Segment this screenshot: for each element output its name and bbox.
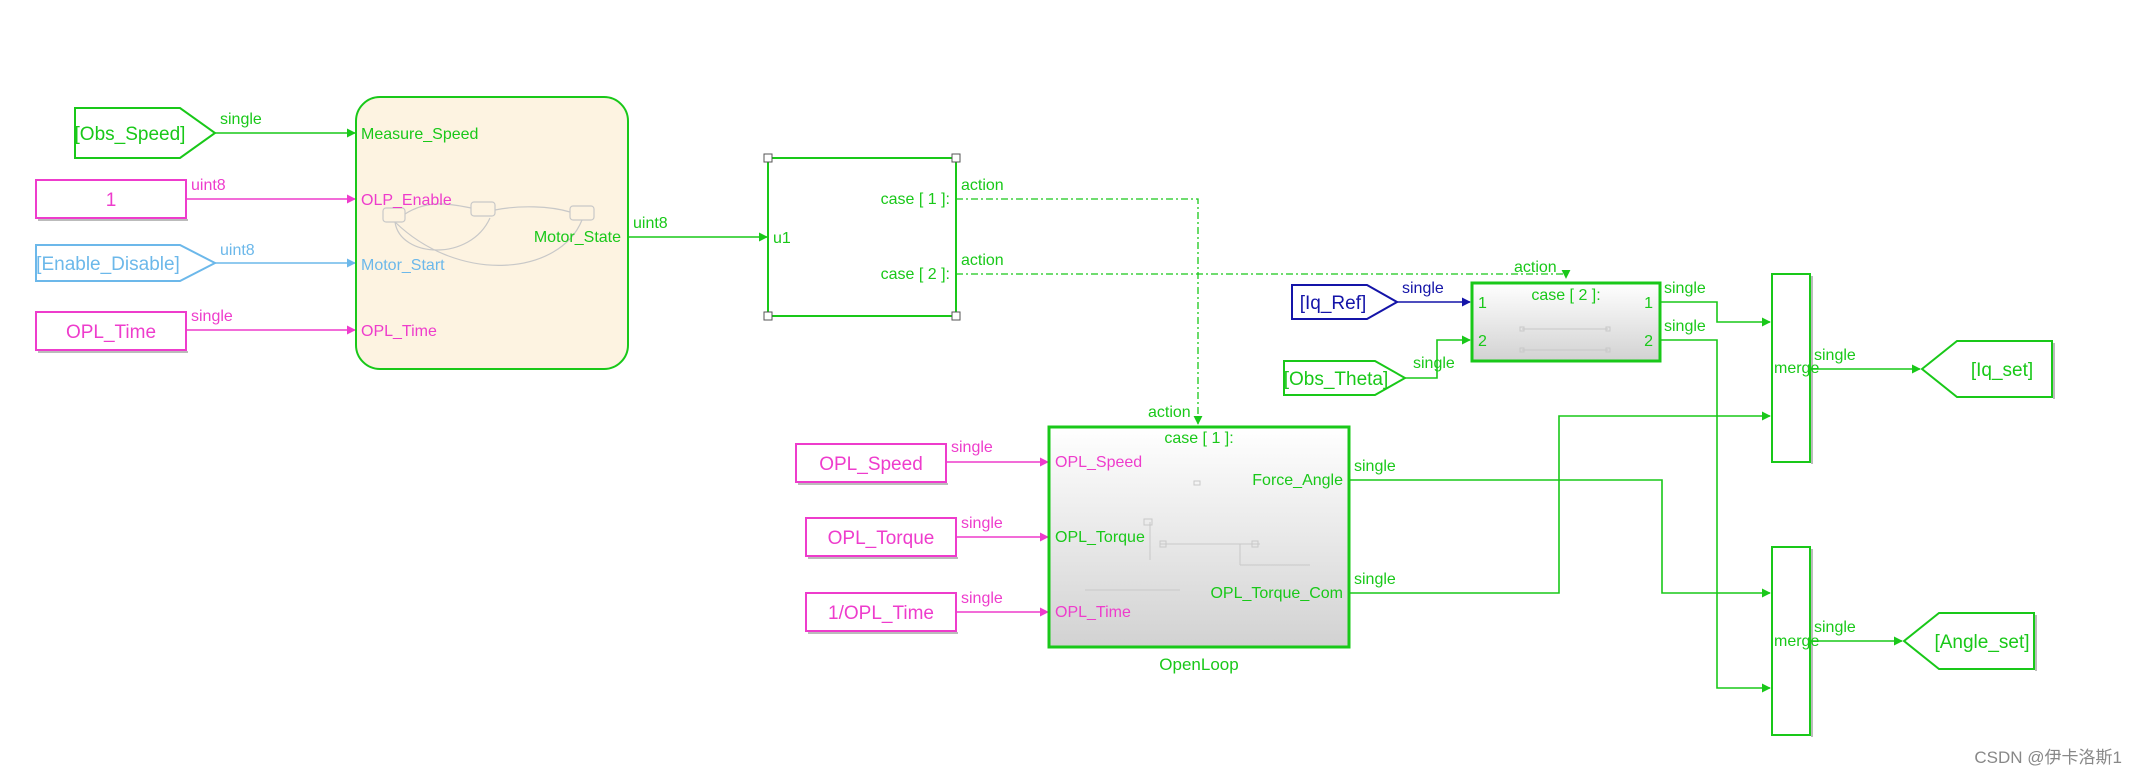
switch-case-selection-handles xyxy=(763,153,961,321)
merge-block-top[interactable]: merge xyxy=(1771,273,1819,464)
from-iq-ref-label: [Iq_Ref] xyxy=(1300,293,1367,314)
signal-force-angle[interactable] xyxy=(1349,479,1771,598)
goto-angle-set-label: [Angle_set] xyxy=(1934,632,2029,653)
from-opl-speed-block[interactable]: OPL_Speed xyxy=(795,443,948,485)
case2-in2: 2 xyxy=(1478,333,1487,350)
switch-case-case2: case [ 2 ]: xyxy=(881,266,950,283)
from-enable-disable-block[interactable]: [Enable_Disable] xyxy=(35,244,218,282)
openloop-in-opl-time: OPL_Time xyxy=(1055,604,1131,621)
signal-case2-out1[interactable] xyxy=(1660,301,1771,327)
signal-label-force-angle: single xyxy=(1354,458,1396,475)
signal-opl-torque-com[interactable] xyxy=(1349,411,1771,594)
from-opl-speed-label: OPL_Speed xyxy=(819,454,923,475)
goto-iq-set-label: [Iq_set] xyxy=(1971,360,2033,381)
case2-internal-graphics xyxy=(1519,326,1611,353)
from-obs-speed-block[interactable]: [Obs_Speed] xyxy=(74,107,217,159)
stateflow-in-measure-speed: Measure_Speed xyxy=(361,126,478,143)
goto-angle-set-block[interactable]: [Angle_set] xyxy=(1902,612,2037,671)
signal-obs-theta[interactable] xyxy=(1405,335,1471,379)
from-opl-time-label: OPL_Time xyxy=(66,322,156,343)
signal-label-opl-speed: single xyxy=(951,439,993,456)
switch-case-case1: case [ 1 ]: xyxy=(881,191,950,208)
signal-case2-out2[interactable] xyxy=(1660,339,1771,693)
signal-label-opl-torque-com: single xyxy=(1354,571,1396,588)
openloop-name: OpenLoop xyxy=(1159,655,1238,674)
action-label-case2-out: action xyxy=(961,252,1004,269)
watermark-text: CSDN @伊卡洛斯1 xyxy=(1974,748,2122,767)
from-inv-opl-time-label: 1/OPL_Time xyxy=(828,603,934,624)
from-opl-torque-label: OPL_Torque xyxy=(828,528,935,549)
signal-label-iq-ref: single xyxy=(1402,280,1444,297)
merge-block-bottom[interactable]: merge xyxy=(1771,546,1819,737)
from-opl-time-block[interactable]: OPL_Time xyxy=(35,311,188,353)
openloop-out-force-angle: Force_Angle xyxy=(1252,472,1343,489)
action-line-case2[interactable] xyxy=(956,269,1571,279)
openloop-in-opl-torque: OPL_Torque xyxy=(1055,529,1145,546)
from-inv-opl-time-block[interactable]: 1/OPL_Time xyxy=(805,592,958,634)
signal-label-case2-out1: single xyxy=(1664,280,1706,297)
merge-top-label: merge xyxy=(1774,360,1819,377)
from-obs-theta-label: [Obs_Theta] xyxy=(1284,369,1389,390)
signal-label-opl-torque: single xyxy=(961,515,1003,532)
switch-case-input: u1 xyxy=(773,230,791,247)
goto-iq-set-block[interactable]: [Iq_set] xyxy=(1920,340,2055,399)
action-label-case1-out: action xyxy=(961,177,1004,194)
from-enable-disable-label: [Enable_Disable] xyxy=(36,254,180,275)
signal-label-obs-theta: single xyxy=(1413,355,1455,372)
switch-case-block[interactable]: u1 case [ 1 ]: case [ 2 ]: xyxy=(763,153,961,321)
signal-label-motor-state: uint8 xyxy=(633,215,668,232)
signal-label-case2-out2: single xyxy=(1664,318,1706,335)
stateflow-in-motor-start: Motor_Start xyxy=(361,257,445,274)
case2-subsystem-block[interactable]: case [ 2 ]: 1 2 1 2 xyxy=(1470,281,1662,363)
constant-value: 1 xyxy=(106,190,117,211)
action-label-case2-in: action xyxy=(1514,259,1557,276)
case2-in1: 1 xyxy=(1478,295,1487,312)
action-label-openloop-in: action xyxy=(1148,404,1191,421)
stateflow-chart-block[interactable]: Measure_Speed OLP_Enable Motor_Start OPL… xyxy=(355,96,629,370)
stateflow-in-olp-enable: OLP_Enable xyxy=(361,192,452,209)
constant-block[interactable]: 1 xyxy=(35,179,188,221)
stateflow-out-motor-state: Motor_State xyxy=(534,229,621,246)
stateflow-internal-graphics xyxy=(382,201,595,266)
case2-out1: 1 xyxy=(1644,295,1653,312)
signal-label-inv-opl-time: single xyxy=(961,590,1003,607)
signal-label-obs-speed: single xyxy=(220,111,262,128)
from-obs-speed-label: [Obs_Speed] xyxy=(75,124,186,145)
openloop-subsystem-block[interactable]: case [ 1 ]: OPL_Speed OPL_Torque OPL_Tim… xyxy=(1047,425,1351,649)
stateflow-in-opl-time: OPL_Time xyxy=(361,323,437,340)
openloop-internal-graphics xyxy=(1085,480,1310,591)
signal-label-opl-time: single xyxy=(191,308,233,325)
case2-subsystem-title: case [ 2 ]: xyxy=(1531,287,1600,304)
from-opl-torque-block[interactable]: OPL_Torque xyxy=(805,517,958,559)
signal-label-olp-enable: uint8 xyxy=(191,177,226,194)
openloop-out-opl-torque-com: OPL_Torque_Com xyxy=(1210,585,1343,602)
merge-bottom-label: merge xyxy=(1774,633,1819,650)
openloop-title: case [ 1 ]: xyxy=(1164,430,1233,447)
signal-label-motor-start: uint8 xyxy=(220,242,255,259)
from-iq-ref-block[interactable]: [Iq_Ref] xyxy=(1291,284,1400,320)
case2-out2: 2 xyxy=(1644,333,1653,350)
from-obs-theta-block[interactable]: [Obs_Theta] xyxy=(1283,360,1408,396)
signal-label-merge-top-out: single xyxy=(1814,347,1856,364)
openloop-in-opl-speed: OPL_Speed xyxy=(1055,454,1142,471)
action-line-case1[interactable] xyxy=(956,198,1203,425)
signal-label-merge-bottom-out: single xyxy=(1814,619,1856,636)
